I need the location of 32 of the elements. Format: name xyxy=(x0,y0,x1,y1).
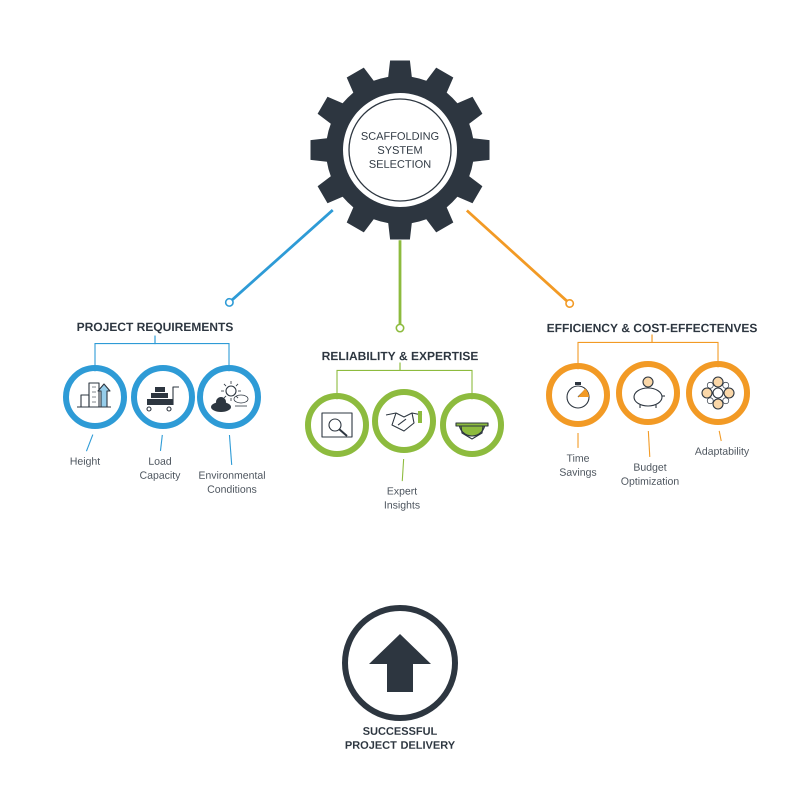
handshake-icon-circle xyxy=(372,389,436,453)
connector xyxy=(224,209,334,307)
leader-line xyxy=(160,434,163,451)
leader-line xyxy=(228,434,232,465)
leader-line xyxy=(402,458,404,482)
leader-line xyxy=(648,430,650,457)
item-label: Adaptability xyxy=(694,447,750,457)
item-label: Time Savings xyxy=(560,454,596,478)
section-heading: PROJECT REQUIREMENTS xyxy=(77,322,233,334)
delivery-node: SUCCESSFUL PROJECT DELIVERY xyxy=(342,605,458,749)
search-icon-circle xyxy=(305,393,369,457)
gear-node: SCAFFOLDING SYSTEM SELECTION xyxy=(310,60,490,240)
cart-icon-circle xyxy=(131,365,195,429)
network-icon-circle xyxy=(686,361,750,425)
node-label: SUCCESSFUL PROJECT DELIVERY xyxy=(346,727,455,749)
item-label: Budget Optimization xyxy=(621,463,678,487)
helmet-icon-circle xyxy=(440,393,504,457)
item-label: Environmental Conditions xyxy=(199,471,265,493)
leader-line xyxy=(577,433,579,448)
connector xyxy=(466,209,574,308)
item-label: Height xyxy=(70,457,100,467)
item-label: Load Capacity xyxy=(140,457,180,481)
section-heading: RELIABILITY & EXPERTISE xyxy=(322,352,478,360)
leader-line xyxy=(718,430,722,442)
building-icon-circle xyxy=(63,365,127,429)
connector xyxy=(396,240,404,333)
section-heading: EFFICIENCY & COST-EFFECTENVES xyxy=(547,324,757,332)
leader-line xyxy=(86,434,94,452)
weather-icon-circle xyxy=(197,365,261,429)
item-label: Expert Insights xyxy=(384,487,420,511)
piggy-icon-circle xyxy=(616,361,680,425)
stopwatch-icon-circle xyxy=(546,363,610,427)
